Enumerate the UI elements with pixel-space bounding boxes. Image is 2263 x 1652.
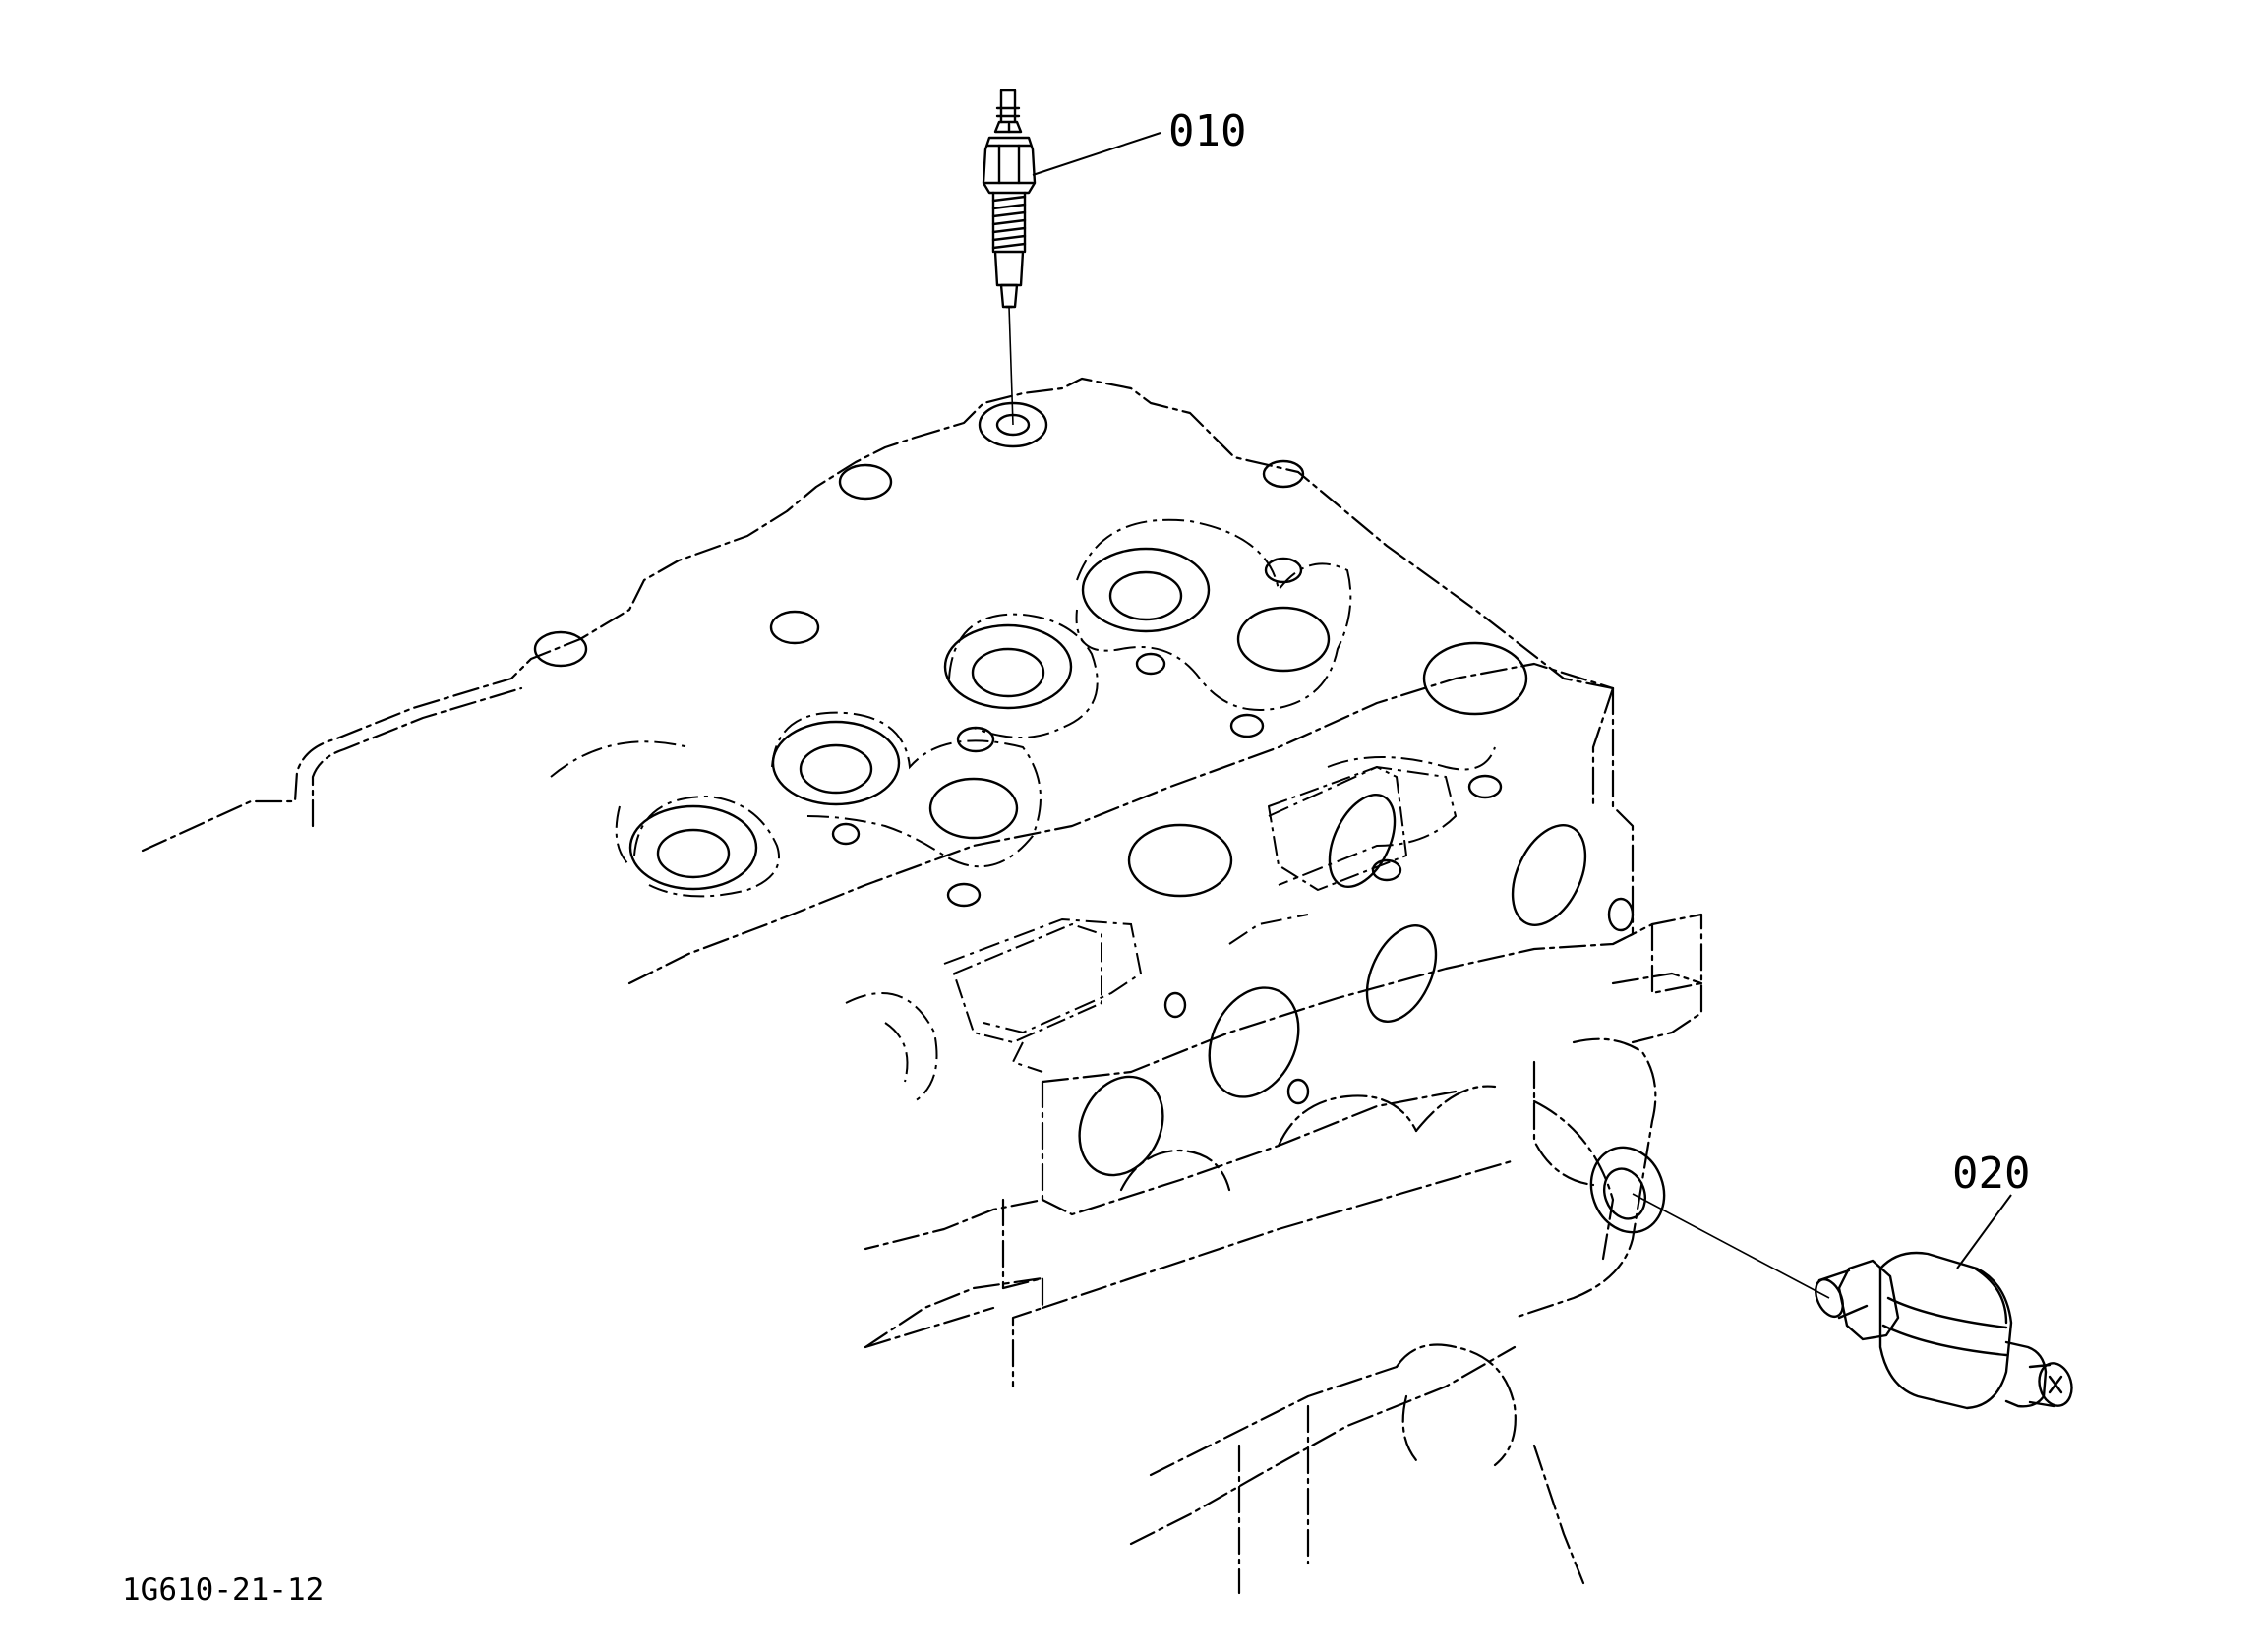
cylinder-head xyxy=(141,377,1703,1595)
glow-plug-axis-line xyxy=(1008,306,1014,426)
head-top-features xyxy=(533,401,1635,1177)
callout-020-leader xyxy=(1956,1194,2012,1269)
port-windows xyxy=(953,766,1407,1043)
oil-pressure-switch-part[interactable] xyxy=(1811,1251,2076,1410)
switch-port-boss xyxy=(1589,1146,1666,1234)
port-outlines xyxy=(550,518,1496,1102)
callout-010-leader xyxy=(1032,132,1161,176)
drawing-number: 1G610-21-12 xyxy=(122,1572,324,1608)
callout-020[interactable]: 020 xyxy=(1952,1149,2030,1199)
callout-010[interactable]: 010 xyxy=(1168,106,1246,156)
switch-axis-line xyxy=(1632,1193,1830,1299)
glow-plug-part[interactable] xyxy=(982,88,1037,309)
